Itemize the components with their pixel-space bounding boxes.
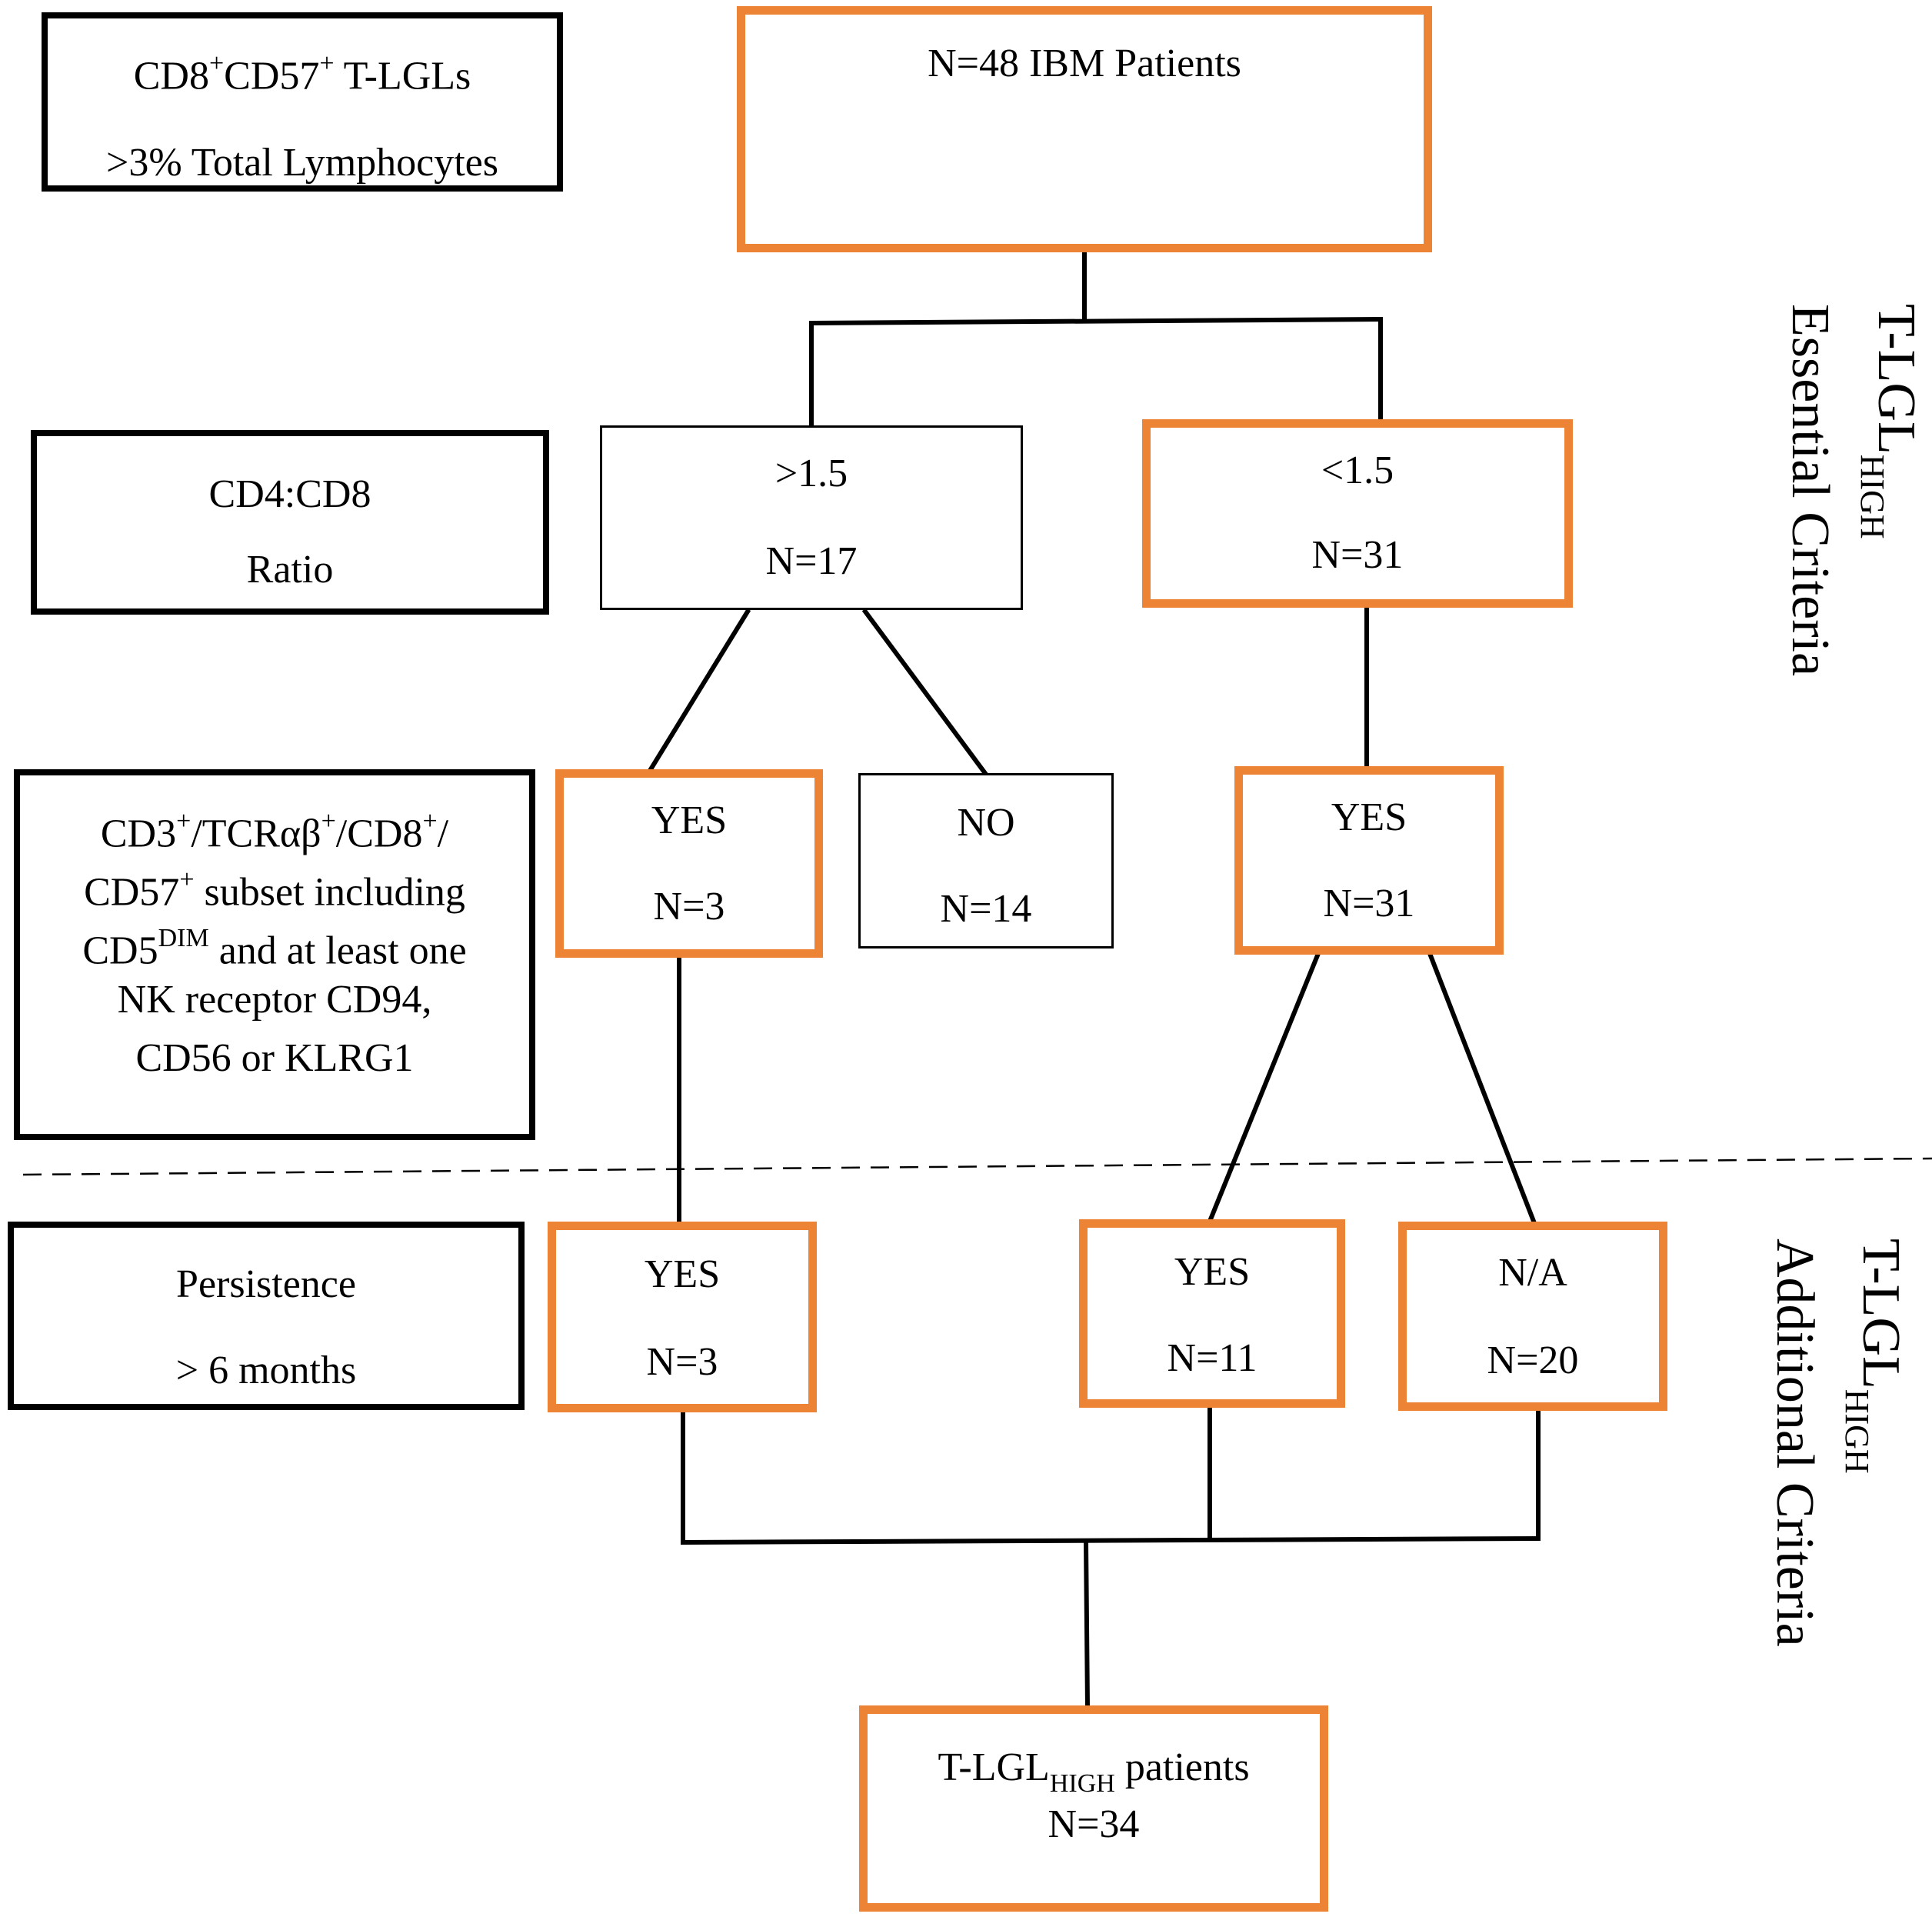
node-ratio-low: <1.5 N=31 [1142, 419, 1573, 608]
connector-bottom-bar [680, 1535, 1541, 1545]
node-final-n: N=34 [1048, 1802, 1140, 1846]
node-phenotype-no-label: NO [957, 801, 1015, 845]
criterion-tlgl-line2: >3% Total Lymphocytes [106, 141, 498, 185]
criterion-tlgl-threshold: CD8+CD57+ T-LGLs >3% Total Lymphocytes [42, 12, 563, 192]
criterion-tlgl-line1: CD8+CD57+ T-LGLs [133, 49, 471, 98]
criterion-phenotype-line1: CD3+/TCRαβ+/CD8+/ [100, 807, 449, 856]
node-persistence-yes-b: YES N=11 [1079, 1219, 1345, 1408]
connector-high-no [861, 608, 991, 779]
node-ratio-low-n: N=31 [1311, 533, 1404, 577]
criterion-phenotype-line5: CD56 or KLRG1 [135, 1036, 414, 1080]
side-label-additional-subtitle: Additional Criteria [1765, 1239, 1824, 1647]
node-phenotype-yes-b-n: N=31 [1323, 882, 1415, 925]
criterion-persistence-line1: Persistence [176, 1262, 356, 1306]
node-persistence-na-label: N/A [1498, 1251, 1567, 1295]
node-persistence-yes-b-n: N=11 [1167, 1336, 1257, 1380]
node-root: N=48 IBM Patients [737, 6, 1432, 252]
node-phenotype-yes-b: YES N=31 [1234, 766, 1504, 955]
node-ratio-high-n: N=17 [765, 539, 858, 583]
criterion-cd4-cd8-ratio: CD4:CD8 Ratio [31, 430, 549, 615]
side-label-essential-criteria: T-LGLHIGH Essential Criteria [1780, 304, 1926, 677]
node-phenotype-no-n: N=14 [940, 887, 1032, 931]
criterion-ratio-line1: CD4:CD8 [208, 472, 371, 516]
node-final: T-LGLHIGH patients N=34 [859, 1705, 1328, 1912]
node-persistence-yes-a-label: YES [644, 1252, 721, 1296]
criterion-phenotype-line3: CD5DIM and at least one [82, 924, 467, 973]
node-persistence-yes-a: YES N=3 [548, 1222, 817, 1412]
connector-yes-b-yes [1206, 948, 1322, 1226]
side-label-additional-title: T-LGLHIGH [1838, 1239, 1910, 1474]
node-phenotype-yes-a-label: YES [651, 798, 728, 842]
node-persistence-yes-b-label: YES [1174, 1250, 1251, 1294]
connector-final-stem [1083, 1539, 1091, 1711]
node-phenotype-yes-b-label: YES [1331, 795, 1407, 839]
criterion-persistence-line2: > 6 months [175, 1349, 357, 1392]
node-persistence-na: N/A N=20 [1398, 1222, 1667, 1411]
criterion-phenotype-line4: NK receptor CD94, [117, 978, 432, 1022]
connector-root-bar [808, 316, 1384, 326]
connector-yes-b-na [1426, 948, 1537, 1226]
node-ratio-high-label: >1.5 [774, 452, 848, 495]
criterion-persistence: Persistence > 6 months [8, 1222, 525, 1410]
side-label-essential-title: T-LGLHIGH [1854, 304, 1926, 539]
node-ratio-high: >1.5 N=17 [600, 425, 1023, 610]
connector-high-yes [645, 608, 751, 777]
node-ratio-low-label: <1.5 [1321, 448, 1394, 492]
side-label-additional-criteria: T-LGLHIGH Additional Criteria [1765, 1239, 1910, 1647]
criterion-phenotype-line2: CD57+ subset including [84, 865, 465, 915]
criterion-ratio-line2: Ratio [246, 548, 334, 592]
node-persistence-na-n: N=20 [1487, 1339, 1579, 1382]
node-final-label: T-LGLHIGH patients [938, 1745, 1250, 1799]
node-root-label: N=48 IBM Patients [928, 42, 1241, 85]
node-phenotype-yes-a-n: N=3 [653, 885, 725, 928]
node-phenotype-no: NO N=14 [858, 773, 1114, 948]
section-divider-dashed [22, 1157, 1932, 1176]
side-label-essential-subtitle: Essential Criteria [1780, 304, 1840, 677]
criterion-phenotype: CD3+/TCRαβ+/CD8+/ CD57+ subset including… [14, 769, 535, 1140]
node-phenotype-yes-a: YES N=3 [555, 769, 823, 958]
node-persistence-yes-a-n: N=3 [646, 1340, 718, 1384]
